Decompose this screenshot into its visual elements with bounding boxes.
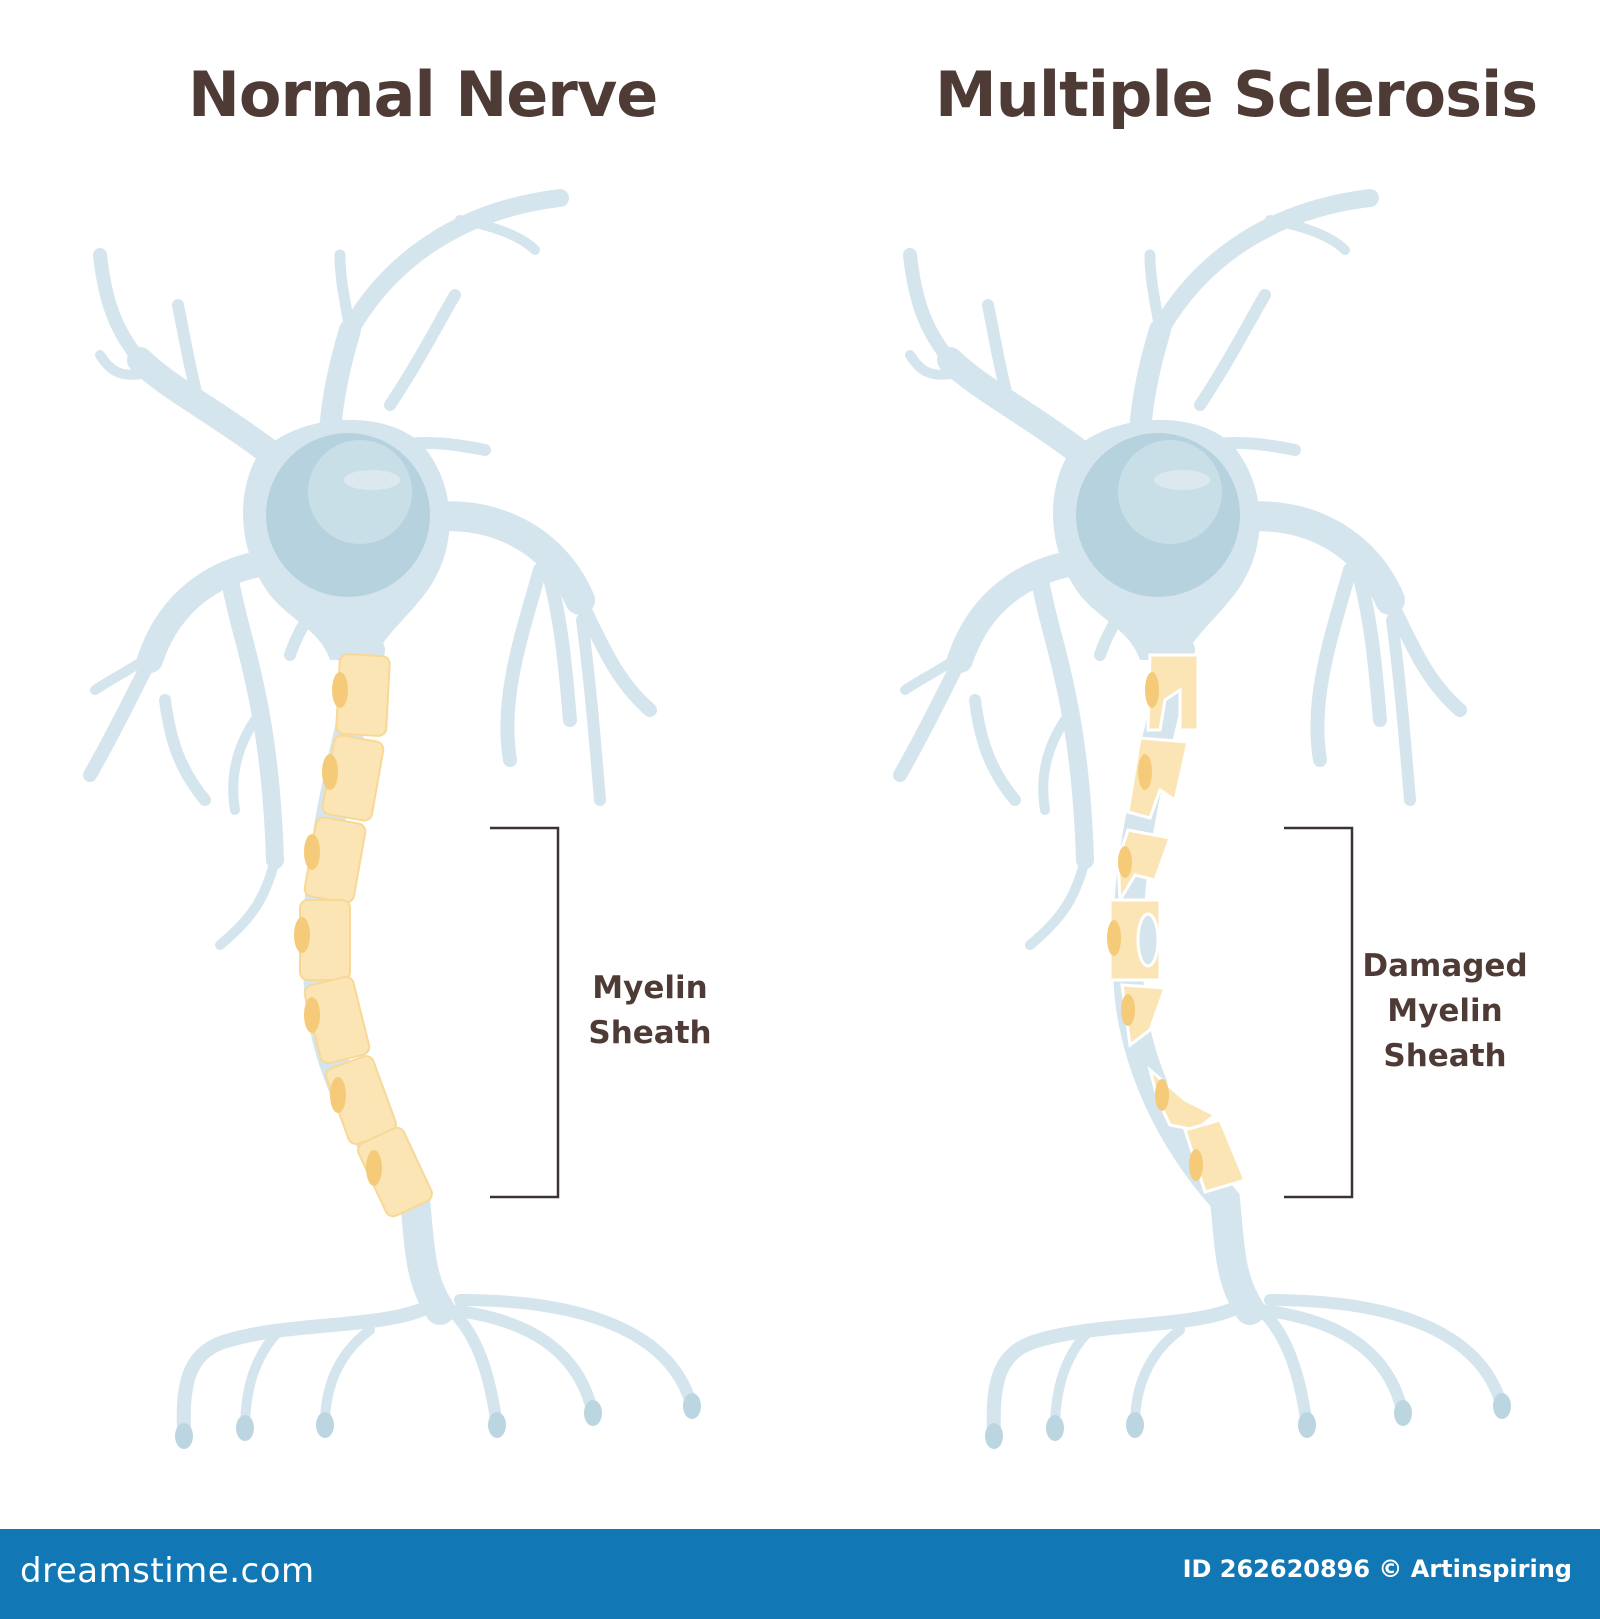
image-credit: ID 262620896 © Artinspiring xyxy=(1182,1555,1572,1583)
multiple-sclerosis-title: Multiple Sclerosis xyxy=(935,58,1538,131)
normal-nerve-title: Normal Nerve xyxy=(188,58,658,131)
label-text: Damaged Myelin Sheath xyxy=(1362,948,1528,1074)
damaged-myelin-sheath-label: Damaged Myelin Sheath xyxy=(1345,944,1545,1079)
bracket-damaged xyxy=(1284,826,1354,1199)
myelin-sheath-normal xyxy=(294,653,433,1218)
label-text: Myelin Sheath xyxy=(588,970,712,1051)
footer-bar: dreamstime.com ID 262620896 © Artinspiri… xyxy=(0,1529,1600,1619)
neuron-diagram xyxy=(0,0,1600,1529)
normal-neuron xyxy=(90,198,701,1449)
brand-logo[interactable]: dreamstime.com xyxy=(20,1551,315,1591)
myelin-sheath-damaged xyxy=(1107,653,1248,1194)
bracket-normal xyxy=(490,826,560,1199)
myelin-sheath-label: Myelin Sheath xyxy=(565,966,735,1056)
ms-neuron xyxy=(900,198,1511,1449)
